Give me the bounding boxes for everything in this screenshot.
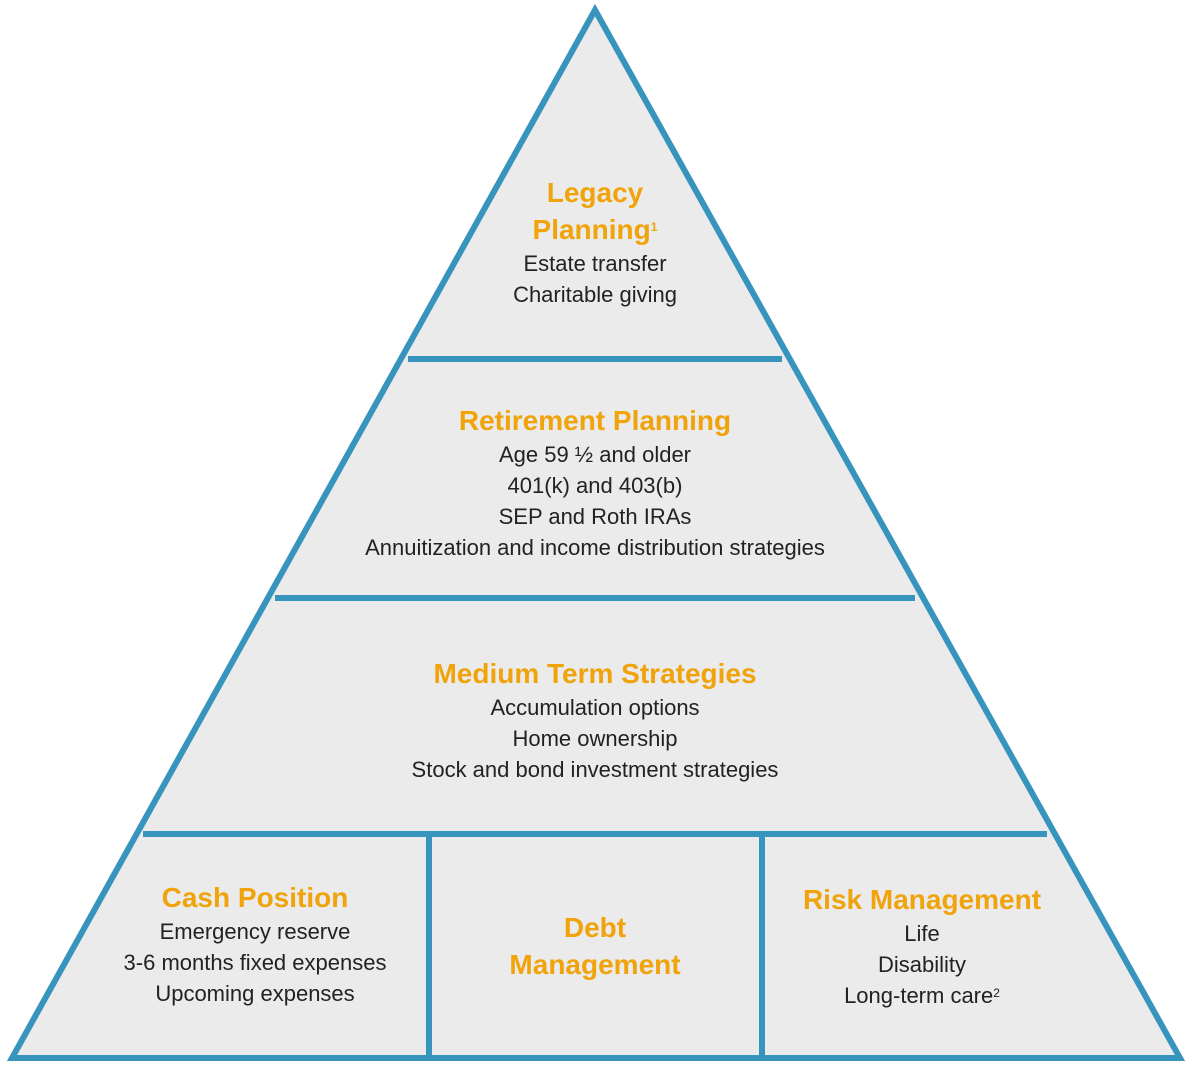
retirement-planning-block: Retirement Planning Age 59 ½ and older 4… (295, 402, 895, 563)
debt-title-line1: Debt (563, 912, 627, 943)
cash-position-item: Emergency reserve (159, 919, 351, 944)
risk-management-item: Disability (877, 952, 967, 977)
legacy-title-line2-wrap: Planning1 (445, 211, 745, 248)
cash-position-item: Upcoming expenses (155, 981, 355, 1006)
debt-management-block: Debt Management (440, 909, 750, 983)
footnote-1-marker: 1 (650, 220, 658, 234)
cash-position-item: 3-6 months fixed expenses (123, 950, 387, 975)
medium-term-item: Home ownership (512, 726, 678, 751)
debt-management-title: Debt Management (440, 909, 750, 983)
risk-management-block: Risk Management Life Disability Long-ter… (772, 881, 1072, 1011)
cash-position-title: Cash Position (161, 882, 349, 913)
legacy-title-line2: Planning (532, 214, 651, 245)
risk-management-item: Life (904, 921, 940, 946)
medium-term-block: Medium Term Strategies Accumulation opti… (295, 655, 895, 785)
retirement-item: Age 59 ½ and older (498, 442, 692, 467)
legacy-title-line1: Legacy (546, 177, 644, 208)
retirement-item: SEP and Roth IRAs (498, 504, 692, 529)
medium-term-item: Stock and bond investment strategies (411, 757, 779, 782)
legacy-planning-block: Legacy Planning1 Estate transfer Charita… (445, 174, 745, 310)
debt-title-line2: Management (509, 949, 681, 980)
medium-term-item: Accumulation options (490, 695, 700, 720)
legacy-item: Charitable giving (513, 282, 677, 307)
retirement-item: Annuitization and income distribution st… (365, 535, 825, 560)
footnote-2-marker: 2 (993, 986, 1000, 1000)
legacy-planning-title: Legacy Planning1 (445, 174, 745, 248)
retirement-planning-title: Retirement Planning (458, 405, 732, 436)
cash-position-block: Cash Position Emergency reserve 3-6 mont… (100, 879, 410, 1009)
risk-management-item-wrap: Long-term care2 (772, 980, 1072, 1011)
retirement-item: 401(k) and 403(b) (507, 473, 683, 498)
pyramid-outline (6, 3, 1186, 1061)
risk-management-title: Risk Management (802, 884, 1042, 915)
legacy-item: Estate transfer (523, 251, 667, 276)
medium-term-title: Medium Term Strategies (433, 658, 757, 689)
risk-management-item: Long-term care (844, 983, 994, 1008)
